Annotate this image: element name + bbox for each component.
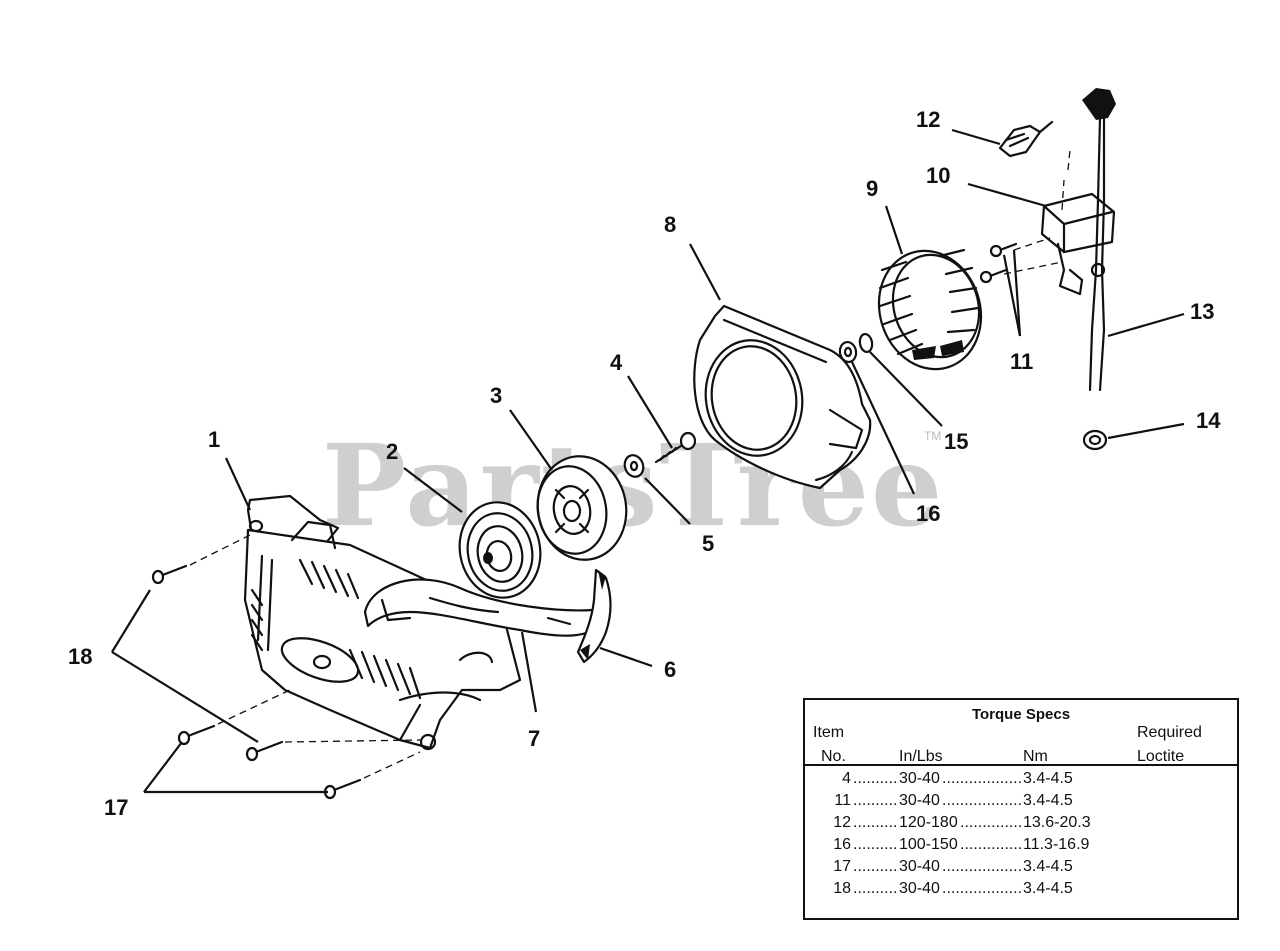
leader-dots: ........................................ bbox=[942, 770, 1021, 787]
callout-14: 14 bbox=[1196, 408, 1221, 433]
torque-inlbs: 30-40 bbox=[899, 770, 940, 787]
header-inlbs: In/Lbs bbox=[899, 748, 943, 765]
header-loctite-line2: Loctite bbox=[1137, 748, 1185, 765]
callout-16: 16 bbox=[916, 501, 940, 526]
torque-item-no: 17 bbox=[833, 858, 851, 875]
torque-specs-table: Torque Specs Item No. In/Lbs Nm Required… bbox=[803, 698, 1239, 920]
part-17-housing-screws[interactable] bbox=[177, 724, 362, 800]
header-loctite-line1: Required bbox=[1137, 724, 1202, 741]
callout-10: 10 bbox=[926, 163, 950, 188]
callout-17: 17 bbox=[104, 795, 128, 820]
part-4-screw[interactable] bbox=[654, 431, 697, 464]
watermark-trademark: TM bbox=[924, 429, 941, 443]
header-divider bbox=[805, 764, 1237, 766]
callout-7: 7 bbox=[528, 726, 540, 751]
leader-dots: ........................................ bbox=[853, 858, 899, 875]
torque-inlbs: 100-150 bbox=[899, 836, 958, 853]
torque-item-no: 4 bbox=[842, 770, 851, 787]
part-18-housing-screws[interactable] bbox=[151, 564, 284, 762]
callout-12: 12 bbox=[916, 107, 940, 132]
leader-dots: ........................................ bbox=[853, 836, 899, 853]
part-9-flywheel[interactable] bbox=[864, 237, 996, 382]
torque-inlbs: 120-180 bbox=[899, 814, 958, 831]
torque-inlbs: 30-40 bbox=[899, 880, 940, 897]
part-2-rewind-spring[interactable] bbox=[451, 495, 549, 606]
leader-dots: ........................................ bbox=[853, 770, 899, 787]
torque-nm: 11.3-16.9 bbox=[1023, 836, 1090, 853]
callout-1: 1 bbox=[208, 427, 220, 452]
torque-nm: 3.4-4.5 bbox=[1023, 770, 1073, 787]
leader-dots: ........................................ bbox=[853, 792, 899, 809]
header-item-line2: No. bbox=[821, 748, 846, 765]
callout-5: 5 bbox=[702, 531, 714, 556]
callout-15: 15 bbox=[944, 429, 968, 454]
leader-dots: ........................................ bbox=[942, 792, 1021, 809]
part-3-pulley[interactable] bbox=[530, 449, 635, 567]
header-item-line1: Item bbox=[813, 724, 845, 741]
torque-row: 17......................................… bbox=[805, 858, 1237, 880]
leader-dots: ........................................ bbox=[853, 880, 899, 897]
leader-lines bbox=[111, 128, 1185, 794]
callout-labels: 1 2 3 4 5 6 7 8 9 10 11 12 13 14 15 16 1… bbox=[68, 107, 1221, 820]
torque-item-no: 11 bbox=[834, 792, 851, 809]
leader-dots: ........................................ bbox=[853, 814, 899, 831]
part-16-flywheel-nut[interactable] bbox=[838, 340, 858, 364]
torque-nm: 3.4-4.5 bbox=[1023, 880, 1073, 897]
leader-dots: ........................................ bbox=[942, 858, 1021, 875]
torque-nm: 13.6-20.3 bbox=[1023, 814, 1091, 831]
part-5-washer[interactable] bbox=[622, 453, 646, 480]
alignment-lines bbox=[189, 149, 1071, 779]
torque-nm: 3.4-4.5 bbox=[1023, 858, 1073, 875]
part-14-nut[interactable] bbox=[1082, 429, 1108, 451]
torque-inlbs: 30-40 bbox=[899, 858, 940, 875]
callout-8: 8 bbox=[664, 212, 676, 237]
part-13-spark-plug-boot[interactable] bbox=[1082, 88, 1116, 392]
part-15-flywheel-washer[interactable] bbox=[858, 332, 874, 354]
part-6-starter-grip[interactable] bbox=[576, 568, 612, 664]
callout-13: 13 bbox=[1190, 299, 1214, 324]
torque-item-no: 12 bbox=[833, 814, 851, 831]
callout-18: 18 bbox=[68, 644, 92, 669]
part-11-ignition-screws[interactable] bbox=[979, 242, 1018, 284]
leader-dots: ........................................ bbox=[960, 814, 1021, 831]
leader-dots: ........................................ bbox=[942, 880, 1021, 897]
torque-item-no: 18 bbox=[833, 880, 851, 897]
torque-nm: 3.4-4.5 bbox=[1023, 792, 1073, 809]
torque-row: 11......................................… bbox=[805, 792, 1237, 814]
callout-4: 4 bbox=[610, 350, 623, 375]
torque-item-no: 16 bbox=[833, 836, 851, 853]
callout-2: 2 bbox=[386, 439, 398, 464]
torque-rows: 4.......................................… bbox=[805, 770, 1237, 902]
callout-6: 6 bbox=[664, 657, 676, 682]
part-1-starter-housing[interactable] bbox=[243, 494, 522, 751]
leader-dots: ........................................ bbox=[960, 836, 1021, 853]
torque-row: 18......................................… bbox=[805, 880, 1237, 902]
torque-table-title: Torque Specs bbox=[971, 706, 1071, 723]
part-12-spark-plug[interactable] bbox=[998, 120, 1054, 158]
callout-3: 3 bbox=[490, 383, 502, 408]
header-nm: Nm bbox=[1023, 748, 1048, 765]
callout-9: 9 bbox=[866, 176, 878, 201]
torque-row: 12......................................… bbox=[805, 814, 1237, 836]
torque-inlbs: 30-40 bbox=[899, 792, 940, 809]
torque-row: 4.......................................… bbox=[805, 770, 1237, 792]
callout-11: 11 bbox=[1010, 349, 1033, 374]
part-8-fan-housing[interactable] bbox=[693, 304, 872, 490]
torque-row: 16......................................… bbox=[805, 836, 1237, 858]
